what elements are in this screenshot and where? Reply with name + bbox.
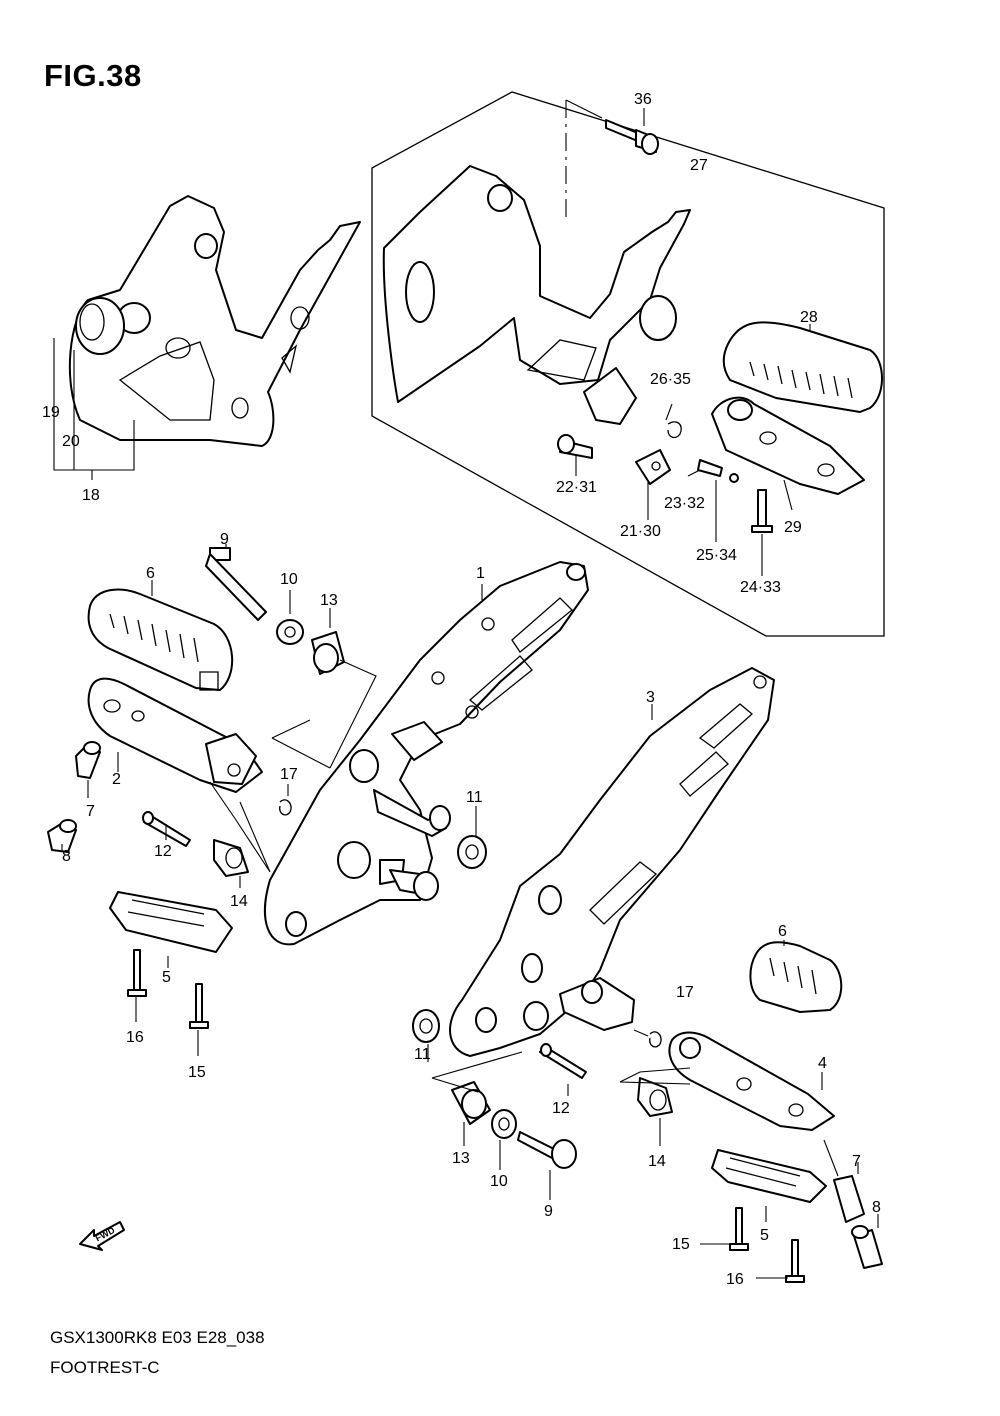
footrest-2 (87, 677, 263, 793)
callout-6-right: 6 (778, 923, 787, 940)
footrest-4 (668, 1031, 835, 1131)
model-code: GSX1300RK8 E03 E28_038 (50, 1328, 265, 1347)
callout-3: 3 (646, 689, 655, 706)
plate-3 (449, 667, 775, 1057)
small-parts-right (412, 1009, 883, 1283)
callout-23-32: 23·32 (664, 495, 705, 512)
callout-17-left: 17 (280, 766, 298, 783)
callout-21-30: 21·30 (620, 523, 661, 540)
fwd-arrow-icon: FWD (79, 1221, 125, 1251)
rubber-28 (722, 321, 883, 413)
small-parts-left (47, 544, 487, 1056)
callout-13-right: 13 (452, 1150, 470, 1167)
rubber-6-left (87, 580, 233, 691)
rubber-6-right (749, 940, 843, 1013)
callout-5-right: 5 (760, 1227, 769, 1244)
footrest-29 (711, 396, 865, 511)
callout-20: 20 (62, 433, 80, 450)
bracket-assembly-18 (53, 195, 361, 480)
callout-11-left: 11 (466, 789, 483, 806)
callout-12-right: 12 (552, 1100, 570, 1117)
callout-9-right: 9 (544, 1203, 553, 1220)
plate-1 (263, 561, 589, 946)
callout-8-left: 8 (62, 848, 71, 865)
callout-16-left: 16 (126, 1029, 144, 1046)
callout-1: 1 (476, 565, 485, 582)
bolt-36 (605, 108, 659, 155)
callout-5-left: 5 (162, 969, 171, 986)
callout-9-left: 9 (220, 531, 229, 548)
callout-26-35: 26·35 (650, 371, 691, 388)
callout-14-left: 14 (230, 893, 248, 910)
assembly-box-27 (371, 91, 885, 637)
callout-22-31: 22·31 (556, 479, 597, 496)
callout-4: 4 (818, 1055, 827, 1072)
callout-11-right: 11 (414, 1046, 431, 1063)
callout-24-33: 24·33 (740, 579, 781, 596)
callout-18: 18 (82, 487, 100, 504)
callout-17-right: 17 (676, 984, 694, 1001)
bracket-27 (382, 99, 691, 425)
callout-12-left: 12 (154, 843, 172, 860)
callout-28: 28 (800, 309, 818, 326)
callout-8-right: 8 (872, 1199, 881, 1216)
callout-16-right: 16 (726, 1271, 744, 1288)
callout-25-34: 25·34 (696, 547, 737, 564)
callout-19: 19 (42, 404, 60, 421)
callout-7-left: 7 (86, 803, 95, 820)
callout-10-left: 10 (280, 571, 298, 588)
callout-15-right: 15 (672, 1236, 690, 1253)
callout-2: 2 (112, 771, 121, 788)
callout-15-left: 15 (188, 1064, 206, 1081)
callout-7-right: 7 (852, 1153, 861, 1170)
section-name: FOOTREST-C (50, 1358, 160, 1377)
small-parts-box (557, 403, 773, 576)
callout-14-right: 14 (648, 1153, 666, 1170)
callout-6-left: 6 (146, 565, 155, 582)
callout-27: 27 (690, 157, 708, 174)
callout-13-left: 13 (320, 592, 338, 609)
callout-36: 36 (634, 91, 652, 108)
callout-10-right: 10 (490, 1173, 508, 1190)
callout-29: 29 (784, 519, 802, 536)
figure-title: FIG.38 (44, 58, 142, 93)
